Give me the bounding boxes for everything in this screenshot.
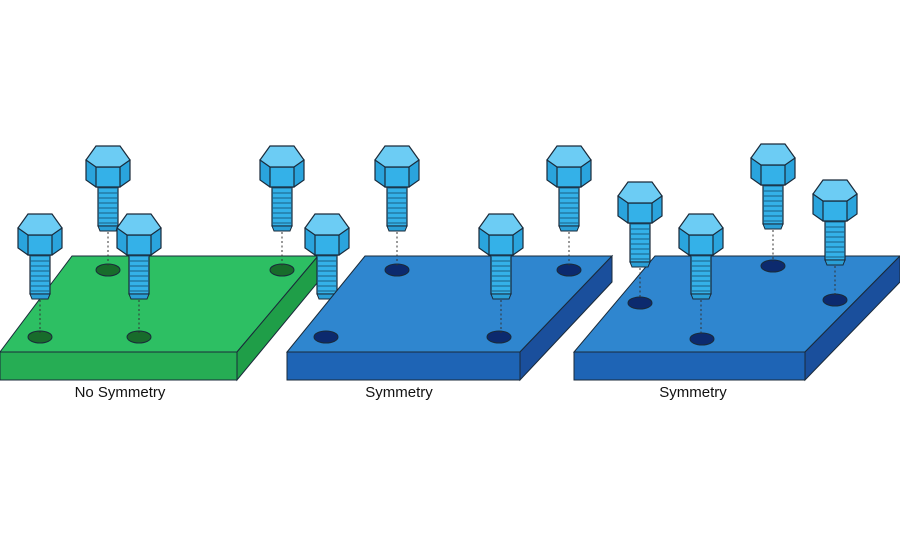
caption-panel-1: No Symmetry bbox=[74, 384, 166, 401]
bolt-hole bbox=[95, 263, 121, 277]
hex-bolt-icon bbox=[617, 181, 663, 268]
bolt-hole bbox=[689, 332, 715, 346]
hex-bolt-icon bbox=[546, 145, 592, 232]
plate-front bbox=[0, 351, 238, 381]
bolt-hole bbox=[313, 330, 339, 344]
hex-bolt-icon bbox=[259, 145, 305, 232]
plate-front bbox=[286, 351, 521, 381]
bolt-hole bbox=[760, 259, 786, 273]
plate-front bbox=[573, 351, 806, 381]
plate-side bbox=[804, 255, 900, 382]
caption-panel-2: Symmetry bbox=[365, 384, 433, 401]
caption-panel-3: Symmetry bbox=[659, 384, 727, 401]
panel-blue-2 bbox=[572, 143, 900, 382]
plate-top bbox=[572, 255, 900, 353]
bolt-hole bbox=[556, 263, 582, 277]
hex-bolt-icon bbox=[750, 143, 796, 230]
bolt-hole bbox=[384, 263, 410, 277]
bolt-hole bbox=[822, 293, 848, 307]
hex-bolt-icon bbox=[374, 145, 420, 232]
bolt-hole bbox=[126, 330, 152, 344]
panel-blue-1 bbox=[285, 145, 614, 382]
bolt-hole bbox=[269, 263, 295, 277]
plate-side bbox=[519, 254, 613, 382]
bolt-hole bbox=[627, 296, 653, 310]
bolt-hole bbox=[486, 330, 512, 344]
bolt-hole bbox=[27, 330, 53, 344]
hex-bolt-icon bbox=[812, 179, 858, 266]
panel-green bbox=[0, 145, 350, 382]
